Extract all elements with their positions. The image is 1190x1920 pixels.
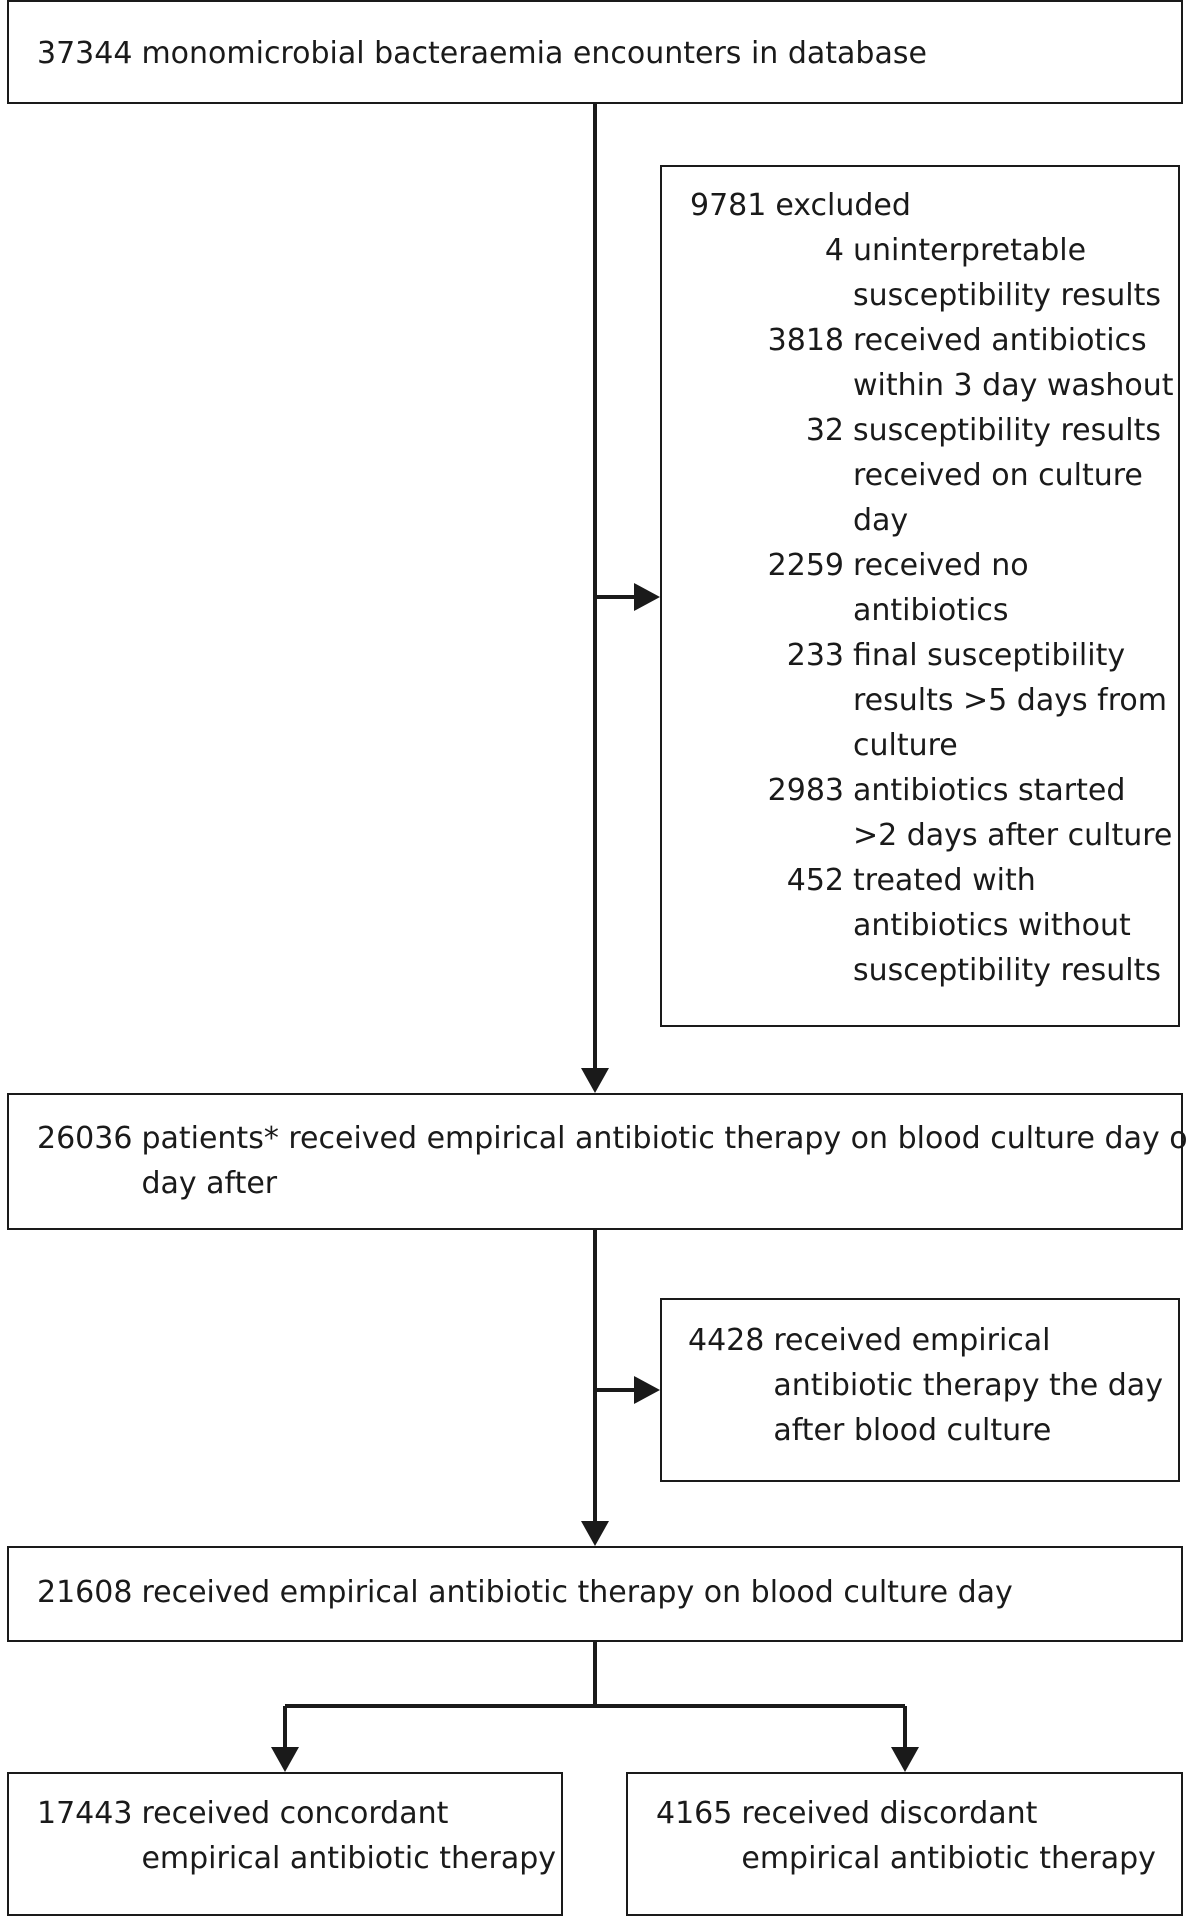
total-encounters-label: monomicrobial bacteraemia encounters in … (141, 36, 927, 71)
exclusion-reason-line: treated with (853, 863, 1036, 898)
arrow-head-to-discordant (891, 1747, 919, 1772)
concordant-line: empirical antibiotic therapy (141, 1841, 557, 1876)
exclusion-reason-line: susceptibility results (853, 953, 1161, 988)
concordant-label: received concordant empirical antibiotic… (141, 1791, 556, 1881)
arrow-head-to-day-after (634, 1376, 660, 1404)
exclusion-reason-line: received no (853, 548, 1029, 583)
concordant-box (7, 1772, 563, 1916)
excluded-label: excluded (775, 188, 911, 223)
excluded-header-row: 9781 excluded (690, 183, 911, 228)
exclusion-count: 3818 (767, 323, 844, 358)
exclusion-item: 4 uninterpretable susceptibility results (760, 228, 1161, 318)
exclusion-count: 32 (805, 413, 844, 448)
exclusion-reason-line: final susceptibility (853, 638, 1126, 673)
empirical-therapy-line: patients* received empirical antibiotic … (141, 1121, 1190, 1156)
arrow-head-to-empirical (581, 1068, 609, 1093)
day-after-box (660, 1298, 1180, 1482)
exclusion-count: 452 (786, 863, 844, 898)
exclusion-item: 2983 antibiotics started >2 days after c… (760, 768, 1173, 858)
culture-day-box (7, 1546, 1183, 1642)
day-after-line: antibiotic therapy the day (773, 1368, 1163, 1403)
total-encounters-box (7, 0, 1183, 104)
excluded-count: 9781 (690, 188, 767, 223)
exclusion-item: 233 final susceptibility results >5 days… (760, 633, 1167, 768)
culture-day-count: 21608 (37, 1575, 133, 1610)
discordant-count: 4165 (656, 1796, 733, 1831)
day-after-label: received empirical antibiotic therapy th… (773, 1318, 1163, 1453)
day-after-count: 4428 (688, 1323, 765, 1358)
discordant-label: received discordant empirical antibiotic… (741, 1791, 1156, 1881)
discordant-box (626, 1772, 1183, 1916)
exclusion-reason: treated with antibiotics without suscept… (853, 858, 1161, 993)
discordant-line: empirical antibiotic therapy (741, 1841, 1156, 1876)
exclusion-reason: antibiotics started >2 days after cultur… (853, 768, 1172, 858)
arrow-head-to-excluded (634, 583, 660, 611)
exclusion-reason-line: uninterpretable (853, 233, 1087, 268)
exclusion-reason-line: within 3 day washout (853, 368, 1174, 403)
exclusion-count: 2259 (767, 548, 844, 583)
empirical-therapy-label: patients* received empirical antibiotic … (141, 1116, 1190, 1206)
empirical-therapy-row: 26036 patients* received empirical antib… (37, 1116, 1190, 1206)
exclusion-reason: final susceptibility results >5 days fro… (853, 633, 1167, 768)
exclusion-reason-line: susceptibility results (853, 413, 1161, 448)
concordant-row: 17443 received concordant empirical anti… (37, 1791, 556, 1881)
exclusion-reason-line: susceptibility results (853, 278, 1161, 313)
exclusion-reason-line: day (853, 503, 909, 538)
exclusion-count: 4 (824, 233, 844, 268)
exclusion-reason-line: results >5 days from (853, 683, 1167, 718)
exclusion-reason-line: received on culture (853, 458, 1143, 493)
exclusion-item: 2259 received no antibiotics (760, 543, 1029, 633)
exclusion-reason-line: antibiotics (853, 593, 1009, 628)
exclusion-reason: uninterpretable susceptibility results (853, 228, 1161, 318)
exclusion-item: 32 susceptibility results received on cu… (760, 408, 1161, 543)
exclusion-count: 233 (786, 638, 844, 673)
exclusion-item: 3818 received antibiotics within 3 day w… (760, 318, 1174, 408)
concordant-count: 17443 (37, 1796, 133, 1831)
exclusion-reason-line: received antibiotics (853, 323, 1147, 358)
arrow-head-to-concordant (271, 1747, 299, 1772)
exclusion-reason: received antibiotics within 3 day washou… (853, 318, 1174, 408)
concordant-line: received concordant (141, 1796, 449, 1831)
total-encounters-row: 37344 monomicrobial bacteraemia encounte… (37, 31, 927, 76)
arrow-head-to-culture-day (581, 1521, 609, 1546)
exclusion-reason: received no antibiotics (853, 543, 1029, 633)
exclusion-item: 452 treated with antibiotics without sus… (760, 858, 1161, 993)
day-after-line: received empirical (773, 1323, 1051, 1358)
discordant-line: received discordant (741, 1796, 1038, 1831)
exclusion-reason-line: antibiotics without (853, 908, 1131, 943)
culture-day-row: 21608 received empirical antibiotic ther… (37, 1570, 1013, 1615)
exclusion-reason-line: culture (853, 728, 958, 763)
culture-day-label: received empirical antibiotic therapy on… (141, 1575, 1013, 1610)
day-after-line: after blood culture (773, 1413, 1052, 1448)
empirical-therapy-box (7, 1093, 1183, 1230)
excluded-box (660, 165, 1180, 1027)
exclusion-reason-line: >2 days after culture (853, 818, 1173, 853)
day-after-row: 4428 received empirical antibiotic thera… (688, 1318, 1163, 1453)
discordant-row: 4165 received discordant empirical antib… (656, 1791, 1156, 1881)
exclusion-count: 2983 (767, 773, 844, 808)
empirical-therapy-count: 26036 (37, 1121, 133, 1156)
total-encounters-count: 37344 (37, 36, 133, 71)
empirical-therapy-line: day after (141, 1166, 278, 1201)
exclusion-reason-line: antibiotics started (853, 773, 1126, 808)
exclusion-reason: susceptibility results received on cultu… (853, 408, 1161, 543)
